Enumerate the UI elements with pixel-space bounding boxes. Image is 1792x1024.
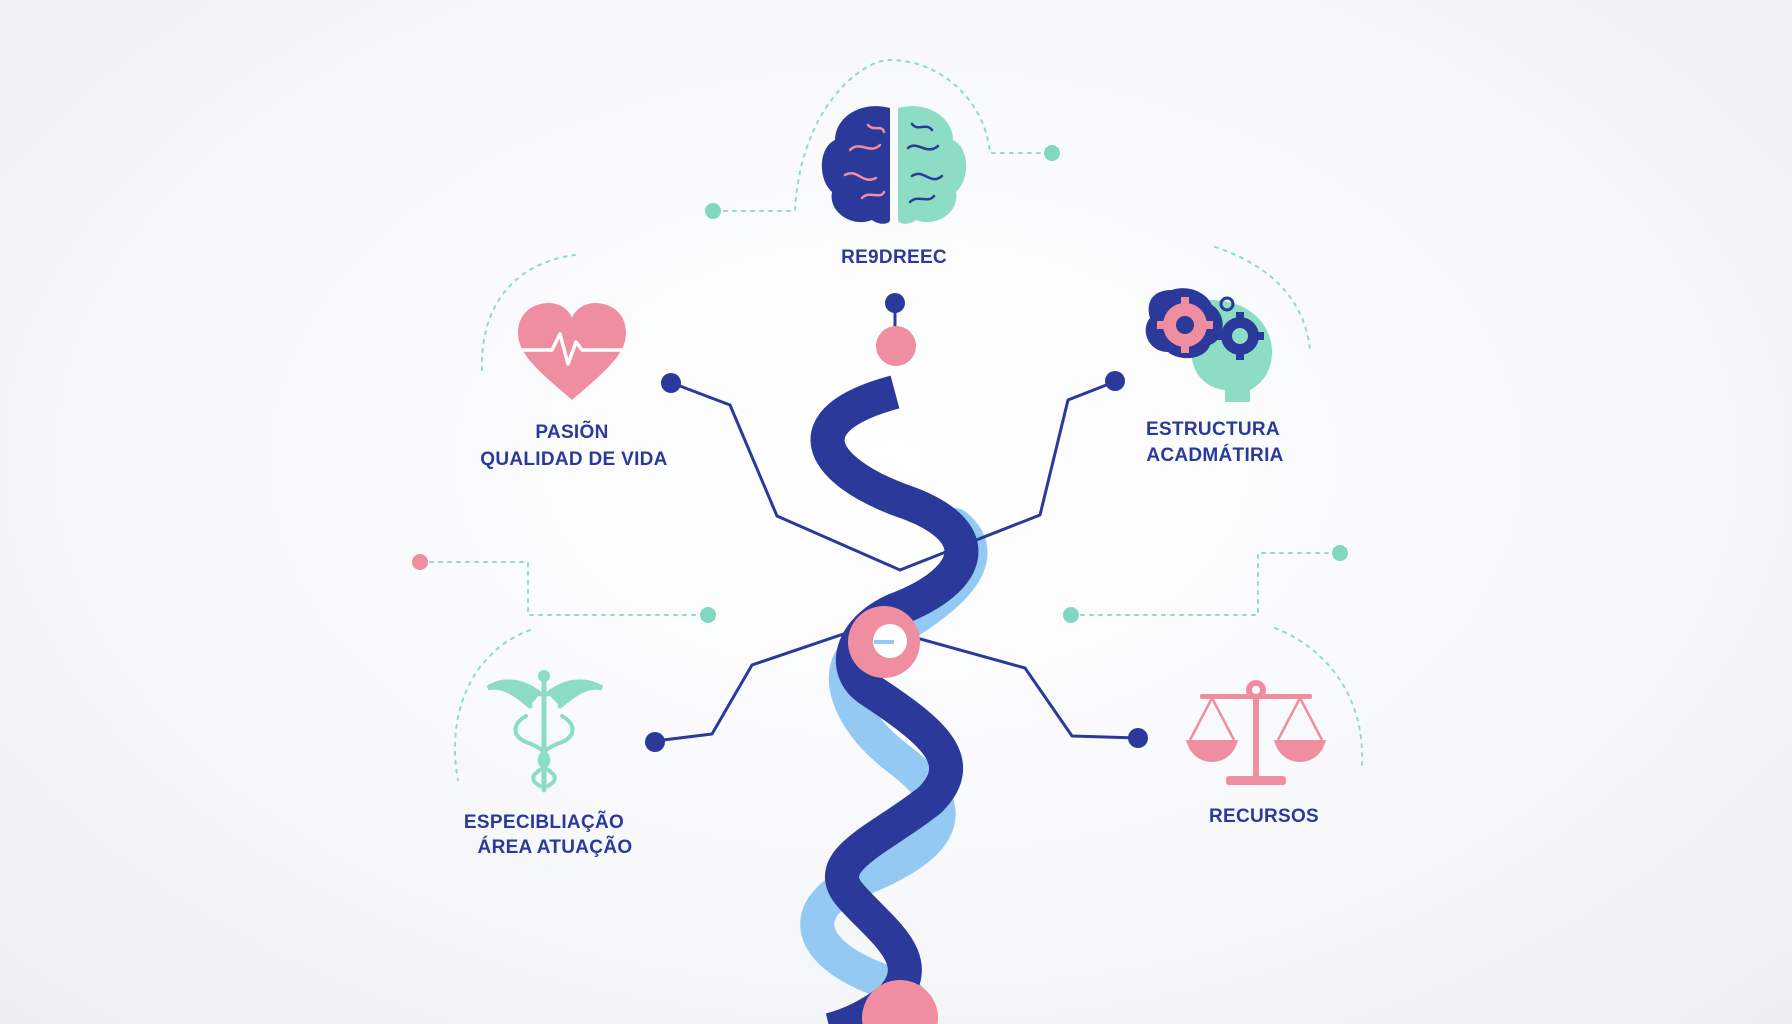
helix-front-strand [810, 375, 979, 1024]
connector-dots [412, 145, 1348, 623]
heart-pulse-icon [518, 303, 626, 400]
node-lower-left: ESPECIBLIAÇÃO ÁREA ATUAÇÃO [464, 670, 633, 858]
node-upper-right-line1: ESTRUCTURA [1146, 419, 1280, 440]
node-lower-right: RECURSOS [1186, 680, 1326, 827]
node-top: RE9DREEC [821, 106, 967, 268]
brain-icon [821, 106, 967, 224]
node-lower-right-label: RECURSOS [1209, 806, 1319, 827]
scales-icon [1186, 680, 1326, 785]
node-top-label: RE9DREEC [841, 247, 947, 268]
spoke-end-dots [645, 293, 1148, 752]
gears-head-icon [1145, 288, 1272, 402]
node-lower-left-line2: ÁREA ATUAÇÃO [478, 836, 633, 858]
node-upper-right: ESTRUCTURA ACADMÁTIRIA [1145, 288, 1283, 466]
node-upper-left-line1: PASIÕN [535, 421, 608, 443]
dotted-connectors [420, 58, 1364, 781]
node-lower-left-line1: ESPECIBLIAÇÃO [464, 811, 624, 833]
hub-nodes [848, 326, 938, 1024]
node-upper-left: PASIÕN QUALIDAD DE VIDA [480, 303, 667, 470]
node-upper-left-line2: QUALIDAD DE VIDA [480, 449, 667, 470]
node-upper-right-line2: ACADMÁTIRIA [1146, 444, 1283, 466]
caduceus-icon [486, 670, 604, 793]
